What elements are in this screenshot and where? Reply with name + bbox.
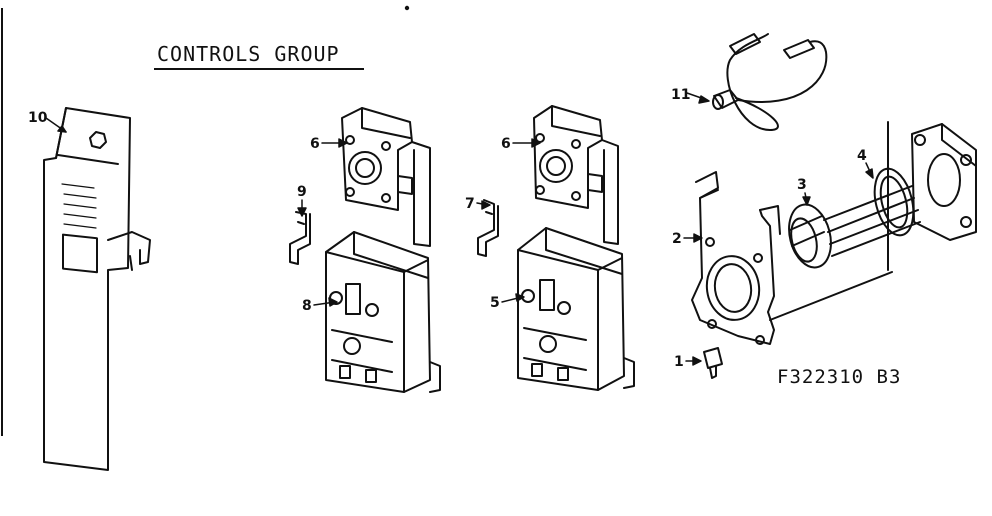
- element-flange: [887, 121, 977, 271]
- upper-thermostat-part-6-right: [533, 105, 619, 245]
- callout-9: 9: [297, 184, 307, 200]
- upper-thermostat-part-6-left: [341, 107, 431, 247]
- callout-2: 2: [672, 231, 682, 247]
- callout-3: 3: [797, 177, 807, 193]
- callout-10: 10: [28, 110, 48, 126]
- sensor-block-part-3: [788, 203, 832, 269]
- callout-8: 8: [302, 298, 312, 314]
- title-underline: [154, 68, 364, 70]
- diagram-title: CONTROLS GROUP: [157, 42, 340, 66]
- leader-arrows: [45, 92, 874, 366]
- callout-4: 4: [857, 148, 867, 164]
- lower-thermostat-part-8: [325, 231, 441, 393]
- jumper-part-9: [289, 211, 311, 265]
- sensor-wire-part-11: [712, 33, 828, 131]
- speck: [404, 5, 410, 11]
- callout-7: 7: [465, 196, 475, 212]
- figure-code: F322310 B3: [777, 366, 902, 388]
- callout-11: 11: [671, 87, 691, 103]
- callout-1: 1: [674, 354, 684, 370]
- callout-6-left: 6: [310, 136, 320, 152]
- label-plate-part-10: [43, 107, 151, 471]
- screw-part-1: [703, 347, 723, 379]
- callout-6-right: 6: [501, 136, 511, 152]
- jumper-part-7: [477, 199, 499, 257]
- left-border-line: [1, 8, 3, 436]
- callout-5: 5: [490, 295, 500, 311]
- gasket-plate-part-2: [691, 171, 781, 345]
- lower-thermostat-part-5: [517, 227, 635, 391]
- element-rods: [769, 185, 921, 321]
